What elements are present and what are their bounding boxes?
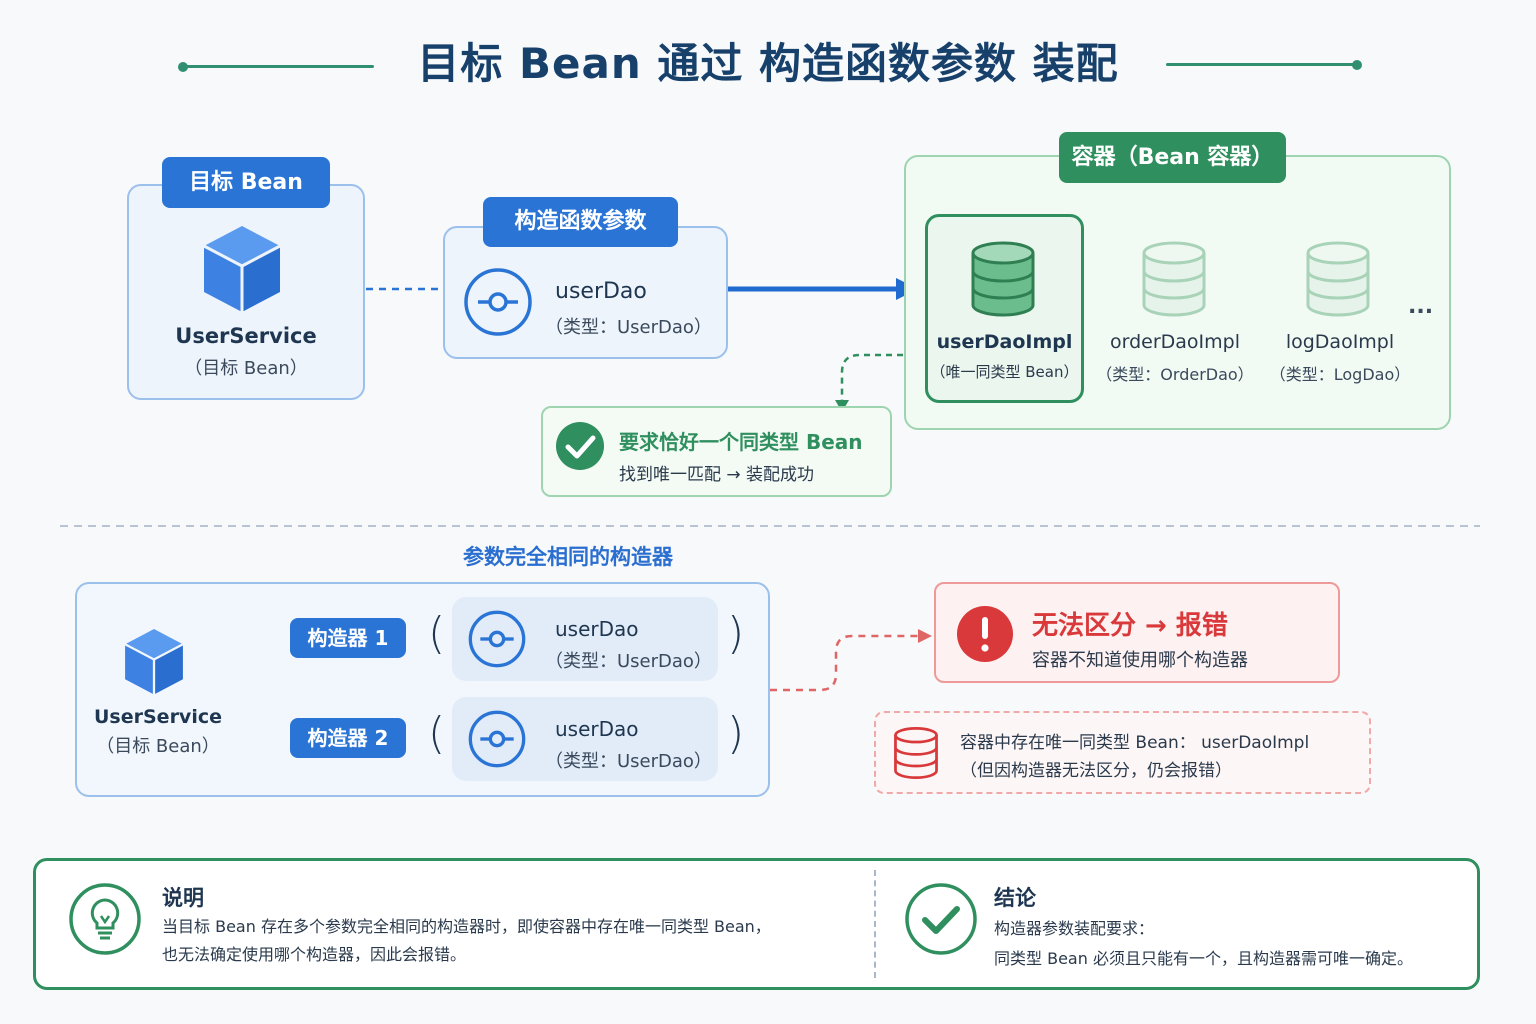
bean-userdaoimpl-sub: （唯一同类型 Bean） [930, 363, 1079, 381]
check-circle-icon [905, 883, 977, 955]
note-line-1: 当目标 Bean 存在多个参数完全相同的构造器时，即使容器中存在唯一同类型 Be… [162, 917, 771, 936]
bean-orderdaoimpl-sub: （类型：OrderDao） [1096, 365, 1254, 384]
ctor-1-tag: 构造器 1 [290, 618, 406, 658]
ctor-param-type: （类型：UserDao） [545, 317, 712, 338]
note-title: 说明 [162, 886, 204, 910]
database-icon [1306, 241, 1370, 317]
bean-logdaoimpl-sub: （类型：LogDao） [1269, 365, 1411, 384]
summary-panel [33, 858, 1480, 990]
bean-orderdaoimpl-name: orderDaoImpl [1109, 331, 1240, 353]
param-icon [468, 610, 526, 668]
ctor-1-paren-open: ( [428, 608, 446, 659]
database-icon [1142, 241, 1206, 317]
ctor-param-tag: 构造函数参数 [483, 197, 678, 247]
bean-userdaoimpl-name: userDaoImpl [936, 331, 1073, 353]
check-circle-icon [556, 422, 604, 470]
database-icon [894, 727, 938, 779]
param-icon [468, 710, 526, 768]
summary-divider [874, 870, 876, 978]
target-bean-tag: 目标 Bean [162, 157, 330, 208]
title-left-line [182, 65, 374, 68]
ctor-2-paren-open: ( [428, 708, 446, 759]
page-title: 目标 Bean 通过 构造函数参数 装配 [417, 39, 1119, 88]
ctor-to-error-arrowhead [918, 629, 932, 643]
lightbulb-icon [69, 883, 141, 955]
ctor-to-error-dashed [770, 634, 920, 692]
conclusion-line-1: 构造器参数装配要求： [994, 919, 1155, 938]
more-beans-ellipsis: ... [1408, 294, 1434, 319]
database-icon [971, 241, 1035, 317]
ctor-param-name: userDao [555, 279, 647, 304]
error-title: 无法区分 → 报错 [1032, 611, 1228, 641]
success-desc: 找到唯一匹配 → 装配成功 [619, 465, 815, 485]
target-bean-sub: （目标 Bean） [184, 358, 308, 379]
param-icon [464, 268, 532, 336]
warning-note [874, 711, 1371, 794]
success-title: 要求恰好一个同类型 Bean [619, 430, 863, 454]
error-desc: 容器不知道使用哪个构造器 [1032, 650, 1248, 671]
warning-line-2: （但因构造器无法区分，仍会报错） [960, 761, 1232, 781]
ctor-target-name: UserService [94, 706, 222, 728]
bean-container-tag: 容器（Bean 容器） [1059, 132, 1286, 183]
cube-icon [203, 226, 281, 312]
title-right-dot [1352, 60, 1362, 70]
conclusion-line-2: 同类型 Bean 必须且只能有一个，且构造器需可唯一确定。 [994, 949, 1413, 968]
conclusion-title: 结论 [994, 886, 1036, 910]
ctor-2-param-type: （类型：UserDao） [545, 751, 712, 772]
ctor-param-panel [443, 226, 728, 359]
ctor-2-param-name: userDao [555, 717, 639, 741]
ctor-1-param-name: userDao [555, 617, 639, 641]
ctor-section-heading: 参数完全相同的构造器 [463, 545, 673, 569]
cube-icon [124, 629, 184, 695]
warning-line-1: 容器中存在唯一同类型 Bean： userDaoImpl [960, 733, 1310, 753]
target-bean-name: UserService [175, 324, 317, 348]
note-line-2: 也无法确定使用哪个构造器，因此会报错。 [162, 945, 467, 964]
ctor-2-tag: 构造器 2 [290, 718, 406, 758]
alert-icon [957, 606, 1013, 662]
ctor-1-paren-close: ) [727, 608, 745, 659]
ctor-2-paren-close: ) [727, 708, 745, 759]
ctor-1-param-type: （类型：UserDao） [545, 651, 712, 672]
bean-logdaoimpl-name: logDaoImpl [1285, 331, 1395, 353]
title-right-line [1166, 63, 1358, 66]
ctor-target-sub: （目标 Bean） [96, 736, 220, 757]
